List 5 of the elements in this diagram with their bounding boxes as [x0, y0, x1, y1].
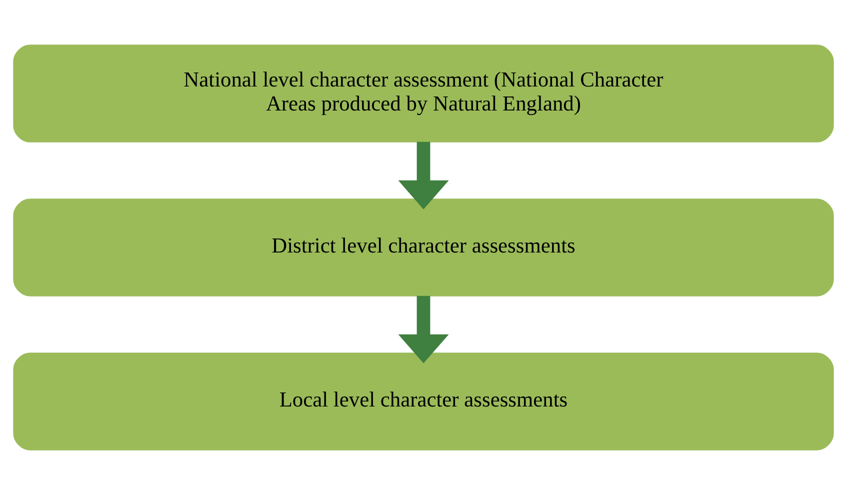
- arrow: [398, 296, 449, 364]
- node-box: Local level character assessments: [13, 352, 834, 450]
- node-box: National level character assessment (National Character Areas produced by Natural England): [13, 44, 834, 142]
- arrow: [398, 142, 449, 210]
- node-box: District level character assessments: [13, 198, 834, 296]
